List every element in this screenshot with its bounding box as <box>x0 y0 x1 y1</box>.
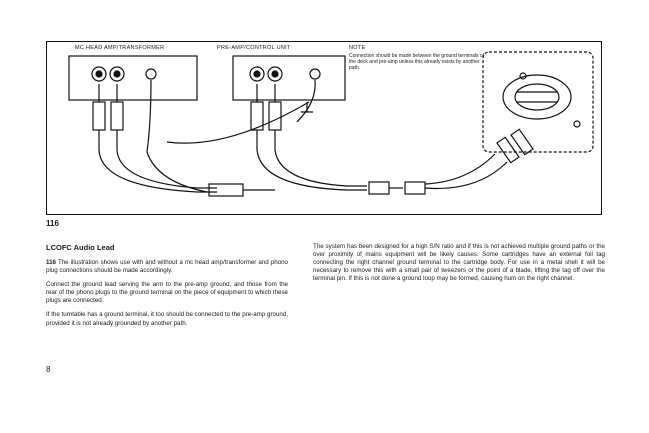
figure-number: 116 <box>46 219 59 228</box>
mc-head-amp-unit <box>68 55 198 101</box>
pre-amp-ground-terminal <box>309 68 321 80</box>
cable-sleeve-left <box>208 183 244 197</box>
turntable-arm-base <box>482 51 594 153</box>
cable-sleeve-right <box>404 181 426 195</box>
paragraph-sn-ratio: The system has been designed for a high … <box>313 243 605 283</box>
page-number: 8 <box>46 365 51 374</box>
pre-amp-label: PRE-AMP/CONTROL UNIT <box>217 45 291 51</box>
right-column: The system has been designed for a high … <box>313 243 605 289</box>
paragraph-116: 116 The illustration shows use with and … <box>46 259 288 275</box>
wiring-illustration <box>68 51 594 197</box>
section-title: LCOFC Audio Lead <box>46 243 115 252</box>
paragraph-ground-lead: Connect the ground lead serving the arm … <box>46 281 288 305</box>
mc-amp-ground-terminal <box>145 68 157 80</box>
pre-amp-unit <box>232 55 346 101</box>
cable-sleeve-mid <box>368 181 390 195</box>
pre-amp-jack-right <box>267 66 283 82</box>
mc-head-amp-label: MC HEAD AMP/TRANSFORMER <box>75 45 165 51</box>
paragraph-number: 116 <box>46 259 56 266</box>
mc-amp-jack-left <box>91 66 107 82</box>
wiring-diagram: MC HEAD AMP/TRANSFORMER PRE-AMP/CONTROL … <box>46 41 602 215</box>
pre-amp-jack-left <box>249 66 265 82</box>
note-text: Connection should be made between the gr… <box>349 53 485 71</box>
paragraph-text: The illustration shows use with and with… <box>46 259 288 275</box>
mc-amp-jack-right <box>109 66 125 82</box>
left-column: 116 The illustration shows use with and … <box>46 259 288 334</box>
paragraph-turntable-ground: If the turntable has a ground terminal, … <box>46 311 288 327</box>
note-title: NOTE <box>349 45 366 51</box>
